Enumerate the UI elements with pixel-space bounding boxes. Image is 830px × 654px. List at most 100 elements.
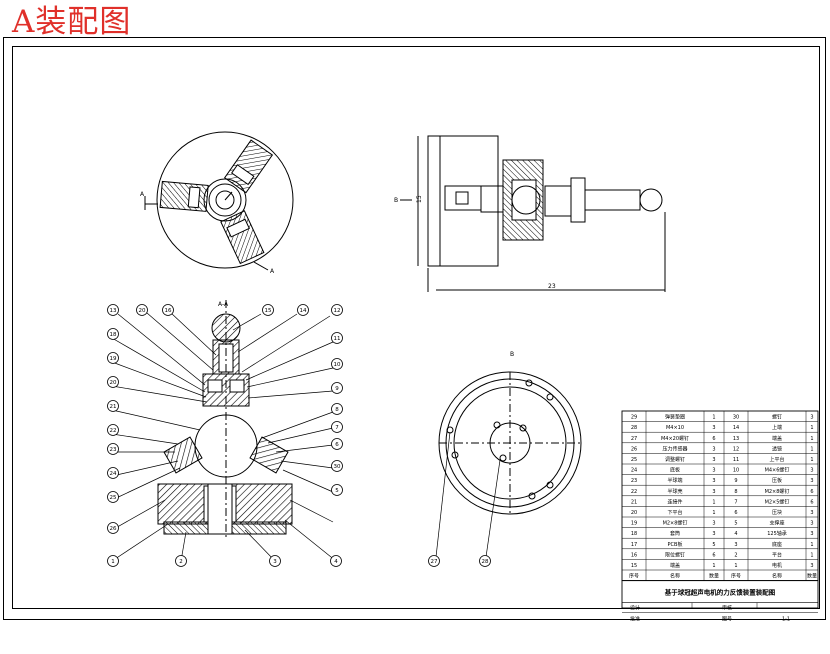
svg-text:5: 5 (335, 488, 339, 494)
svg-text:15: 15 (265, 308, 272, 314)
bom-cell: 1 (734, 563, 737, 569)
svg-text:14: 14 (300, 308, 307, 314)
part-balloon: 14 (297, 304, 309, 316)
bom-cell: 28 (631, 425, 637, 431)
part-balloon: 4 (330, 555, 342, 567)
bom-cell: 调整螺钉 (665, 456, 685, 463)
bom-cell: 底座 (772, 541, 782, 548)
part-balloon: 30 (331, 460, 343, 472)
bom-cell: 1 (810, 542, 813, 548)
bom-cell: 3 (810, 468, 813, 474)
bom-cell: M2×8螺钉 (663, 520, 688, 527)
bom-cell: 1 (810, 457, 813, 463)
part-balloon: 22 (107, 424, 119, 436)
bom-cell: 平台 (772, 551, 782, 558)
bom-cell: 螺钉 (772, 414, 782, 421)
cut-label-a2: A (270, 268, 275, 275)
bom-cell: 12 (733, 446, 739, 452)
side-b-label: B (394, 197, 398, 204)
svg-text:21: 21 (110, 404, 117, 410)
bom-cell: M2×8螺钉 (765, 488, 790, 495)
title-block-field: 设计 (630, 605, 640, 612)
bom-cell: 6 (810, 499, 813, 505)
bom-cell: 7 (734, 499, 737, 505)
svg-text:12: 12 (334, 308, 341, 314)
bom-cell: 17 (631, 542, 637, 548)
bom-cell: 压块 (772, 509, 782, 516)
svg-text:13: 13 (110, 308, 117, 314)
part-balloon: 25 (107, 491, 119, 503)
dim-width: 23 (548, 283, 556, 290)
part-balloon: 1 (107, 555, 119, 567)
bom-cell: 限位螺钉 (665, 551, 685, 558)
part-balloon: 18 (107, 328, 119, 340)
bom-cell: 3 (712, 446, 715, 452)
side-view (400, 135, 666, 292)
bom-cell: 23 (631, 478, 637, 484)
bom-cell: 6 (734, 510, 737, 516)
part-balloon: 23 (107, 443, 119, 455)
bom-cell: 名称 (772, 573, 782, 580)
bom-cell: 3 (810, 415, 813, 421)
svg-text:6: 6 (335, 442, 339, 448)
svg-text:22: 22 (110, 428, 117, 434)
part-balloon: 12 (331, 304, 343, 316)
bom-cell: 3 (810, 531, 813, 537)
bom-cell: 1 (810, 436, 813, 442)
part-balloon: 5 (331, 484, 343, 496)
svg-text:28: 28 (482, 559, 489, 565)
bom-cell: 22 (631, 489, 637, 495)
section-label: A-A (218, 301, 229, 308)
part-balloon: 3 (269, 555, 281, 567)
svg-text:25: 25 (110, 495, 117, 501)
bom-cell: 端盖 (670, 562, 680, 569)
bom-cell: 14 (733, 425, 739, 431)
bom-cell: PCB板 (668, 541, 683, 548)
bom-cell: 3 (712, 478, 715, 484)
bom-cell: 3 (712, 521, 715, 527)
bom-cell: 2 (734, 552, 737, 558)
part-balloon: 20 (107, 376, 119, 388)
bom-cell: 半球端 (667, 477, 682, 484)
part-balloon: 24 (107, 467, 119, 479)
bom-cell: 数量 (709, 573, 719, 580)
top-view (144, 131, 294, 271)
bom-cell: 8 (734, 489, 737, 495)
part-balloon: 15 (262, 304, 274, 316)
svg-text:30: 30 (334, 464, 341, 470)
part-balloon: 16 (162, 304, 174, 316)
part-balloon: 8 (331, 403, 343, 415)
bom-cell: M4×10 (666, 425, 684, 431)
bom-cell: 序号 (731, 573, 741, 580)
bom-cell: 连接件 (667, 498, 682, 505)
title-block-field: 批准 (630, 616, 640, 623)
bom-cell: M2×5螺钉 (765, 498, 790, 505)
bom-cell: 端盖 (772, 435, 782, 442)
bom-cell: 序号 (629, 573, 639, 580)
inner-border (12, 46, 820, 609)
bom-cell: 19 (631, 521, 637, 527)
svg-text:11: 11 (334, 336, 341, 342)
bom-cell: 1 (712, 499, 715, 505)
bom-cell: 上端 (772, 424, 782, 431)
bom-cell: 半球壳 (667, 488, 682, 495)
bom-cell: 9 (734, 478, 737, 484)
bom-cell: M4×6螺钉 (765, 467, 790, 474)
svg-text:23: 23 (110, 447, 117, 453)
title-block-field: 审核 (722, 605, 732, 612)
bom-cell: 21 (631, 499, 637, 505)
bom-cell: M4×20螺钉 (661, 435, 689, 442)
bom-cell: 套筒 (670, 530, 680, 537)
part-balloon: 9 (331, 382, 343, 394)
bom-cell: 10 (733, 468, 739, 474)
bom-cell: 压板 (772, 477, 782, 484)
svg-text:9: 9 (335, 386, 339, 392)
bom-cell: 底板 (670, 467, 680, 474)
bom-cell: 5 (734, 521, 737, 527)
bom-cell: 3 (712, 425, 715, 431)
svg-text:4: 4 (334, 559, 338, 565)
title-block-field: 1:1 (782, 617, 790, 623)
svg-text:24: 24 (110, 471, 117, 477)
